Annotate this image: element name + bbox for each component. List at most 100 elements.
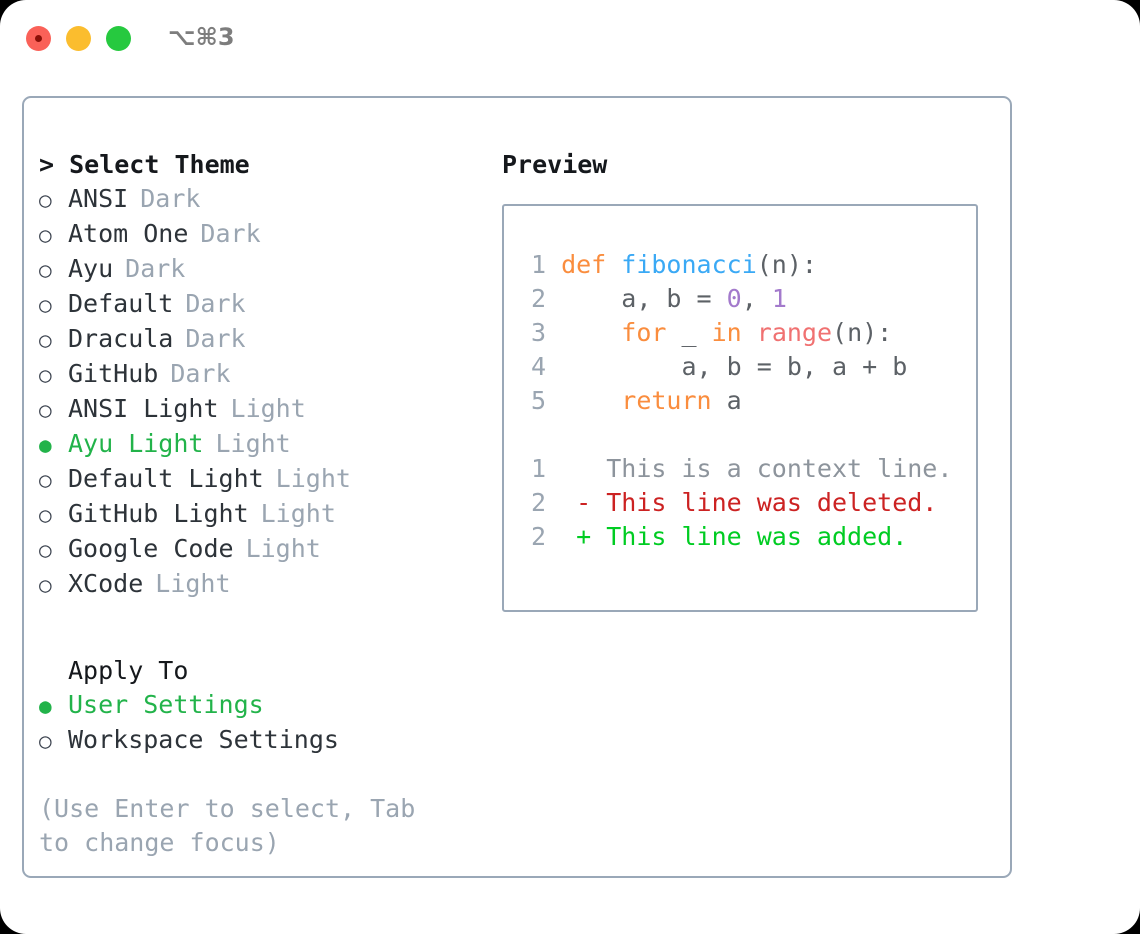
theme-option-ayu-light[interactable]: ● Ayu Light Light: [39, 427, 479, 462]
theme-variant-badge: Light: [275, 464, 351, 493]
theme-option-github-light[interactable]: ○ GitHub Light Light: [39, 497, 479, 532]
radio-unselected-icon: ○: [39, 293, 52, 317]
theme-option-label: Dracula: [68, 324, 174, 353]
radio-unselected-icon: ○: [39, 188, 52, 212]
theme-variant-badge: Dark: [200, 219, 261, 248]
diff-sign: -: [546, 488, 607, 517]
apply-to-option-label: User Settings: [68, 690, 264, 719]
preview-column: Preview 1 def fibonacci(n):2 a, b = 0, 1…: [502, 148, 992, 612]
theme-option-google-code[interactable]: ○ Google Code Light: [39, 532, 479, 567]
diff-line-add: 2 + This line was added.: [520, 520, 952, 554]
theme-variant-badge: Light: [215, 429, 291, 458]
code-line: 4 a, b = b, a + b: [520, 350, 952, 384]
code-token: 0: [726, 284, 742, 313]
code-token: (n):: [832, 318, 893, 347]
diff-line-del: 2 - This line was deleted.: [520, 486, 952, 520]
apply-to-heading: Apply To: [68, 656, 189, 685]
theme-variant-badge: Dark: [185, 324, 246, 353]
code-token: 1: [771, 284, 787, 313]
theme-variant-badge: Light: [230, 394, 306, 423]
diff-sign: [546, 454, 606, 483]
code-line: 2 a, b = 0, 1: [520, 282, 952, 316]
theme-option-label: ANSI Light: [68, 394, 219, 423]
line-number: 2: [530, 522, 546, 551]
theme-variant-badge: Dark: [125, 254, 186, 283]
radio-unselected-icon: ○: [39, 729, 52, 753]
code-line: 3 for _ in range(n):: [520, 316, 952, 350]
radio-selected-icon: ●: [39, 694, 52, 718]
theme-option-ayu[interactable]: ○ Ayu Dark: [39, 252, 479, 287]
code-token: return: [621, 386, 712, 415]
code-token: ,: [741, 284, 772, 313]
apply-to-option-label: Workspace Settings: [68, 725, 339, 754]
preview-heading: Preview: [502, 150, 608, 179]
code-line: 1 def fibonacci(n):: [520, 248, 952, 282]
theme-option-label: GitHub: [68, 359, 159, 388]
line-number: 2: [530, 284, 546, 313]
radio-unselected-icon: ○: [39, 573, 52, 597]
radio-unselected-icon: ○: [39, 468, 52, 492]
code-token: in: [711, 318, 742, 347]
theme-variant-badge: Dark: [185, 289, 246, 318]
code-token: [742, 318, 757, 347]
diff-text: This is a context line.: [606, 454, 953, 483]
theme-variant-badge: Light: [155, 569, 231, 598]
minimize-window-button[interactable]: [66, 26, 91, 51]
theme-option-dracula[interactable]: ○ Dracula Dark: [39, 322, 479, 357]
theme-variant-badge: Dark: [170, 359, 231, 388]
theme-option-label: Google Code: [68, 534, 234, 563]
diff-line-ctx: 1 This is a context line.: [520, 452, 952, 486]
code-token: def: [561, 250, 622, 279]
theme-option-label: Ayu: [68, 254, 114, 283]
radio-selected-icon: ●: [39, 433, 52, 457]
code-token: a, b =: [561, 284, 727, 313]
code-token: range: [756, 318, 833, 347]
close-window-button[interactable]: [26, 26, 51, 51]
apply-to-option-user-settings[interactable]: ● User Settings: [39, 688, 479, 723]
theme-option-label: GitHub Light: [68, 499, 249, 528]
code-token: fibonacci: [621, 250, 757, 279]
theme-option-label: Atom One: [68, 219, 189, 248]
apply-to-option-workspace-settings[interactable]: ○ Workspace Settings: [39, 723, 479, 758]
code-token: [561, 386, 621, 415]
maximize-window-button[interactable]: [106, 26, 131, 51]
radio-unselected-icon: ○: [39, 328, 52, 352]
radio-unselected-icon: ○: [39, 538, 52, 562]
theme-option-github[interactable]: ○ GitHub Dark: [39, 357, 479, 392]
radio-unselected-icon: ○: [39, 398, 52, 422]
code-line: 5 return a: [520, 384, 952, 418]
line-number: 5: [530, 386, 546, 415]
code-token: for: [621, 318, 667, 347]
radio-unselected-icon: ○: [39, 503, 52, 527]
theme-option-label: Default Light: [68, 464, 264, 493]
theme-option-ansi-light[interactable]: ○ ANSI Light Light: [39, 392, 479, 427]
theme-option-label: ANSI: [68, 184, 129, 213]
theme-variant-badge: Light: [245, 534, 321, 563]
theme-option-label: Ayu Light: [68, 429, 204, 458]
select-theme-heading: > Select Theme: [39, 150, 250, 179]
apply-to-option-list: ● User Settings ○ Workspace Settings: [39, 688, 479, 758]
diff-text: This line was added.: [606, 522, 908, 551]
code-token: _: [666, 318, 712, 347]
theme-option-default-light[interactable]: ○ Default Light Light: [39, 462, 479, 497]
keyboard-shortcut-label: ⌥⌘3: [168, 23, 235, 51]
theme-variant-badge: Light: [260, 499, 336, 528]
radio-unselected-icon: ○: [39, 258, 52, 282]
help-hint-text: (Use Enter to select, Tab to change focu…: [39, 794, 431, 857]
code-token: [561, 318, 621, 347]
line-number: 1: [530, 454, 546, 483]
section-gap: [39, 602, 479, 654]
diff-text: This line was deleted.: [606, 488, 938, 517]
radio-unselected-icon: ○: [39, 363, 52, 387]
traffic-lights: [26, 26, 131, 51]
